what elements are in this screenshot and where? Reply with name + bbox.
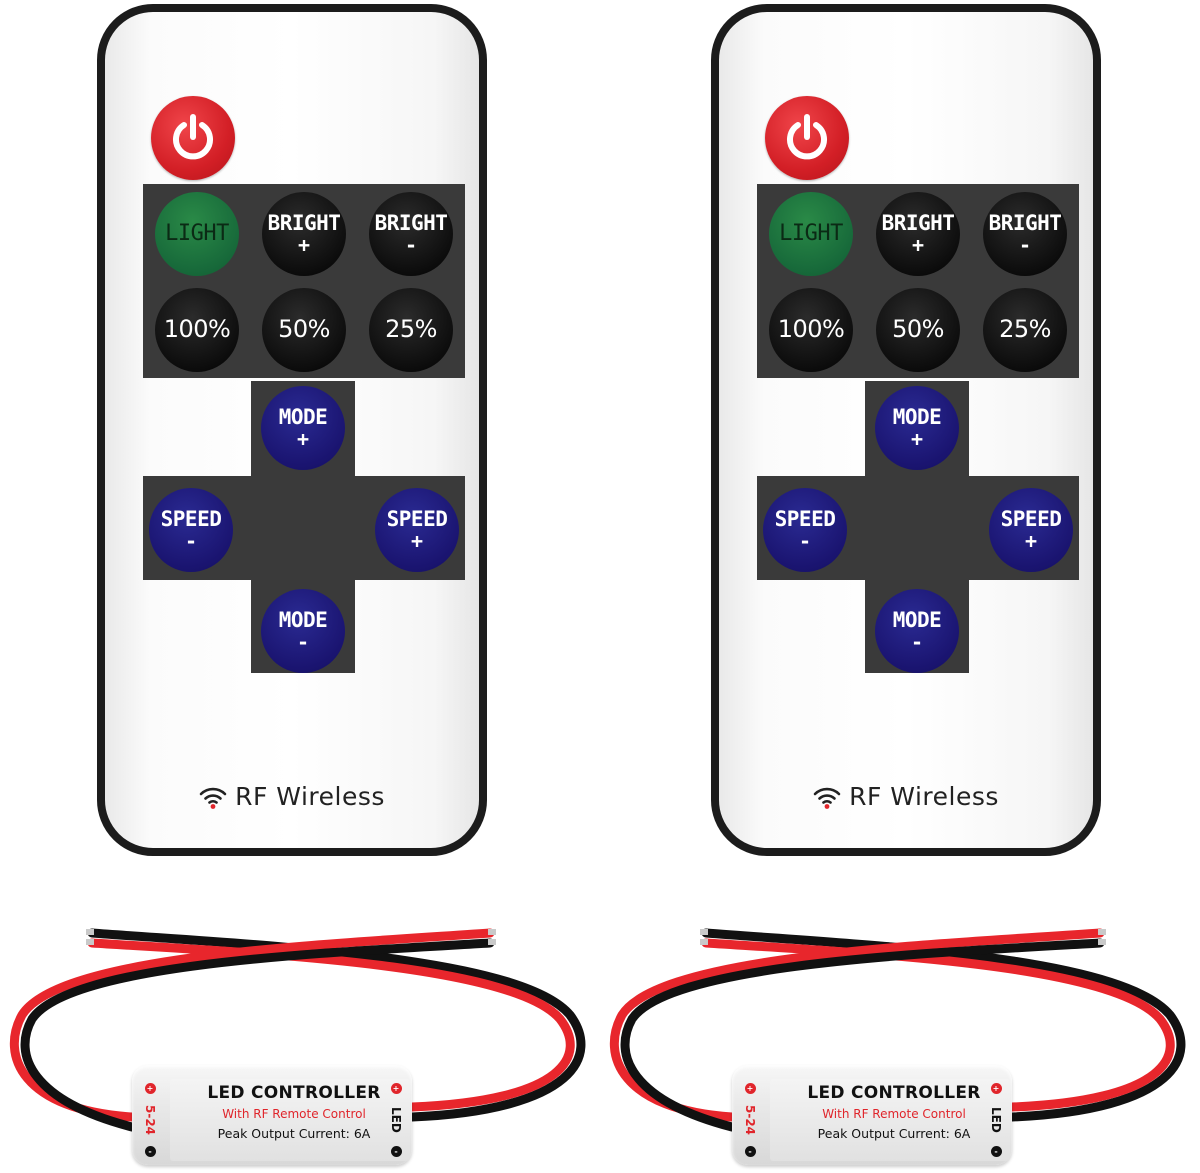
speed-minus-button[interactable]: SPEED - [149,488,233,572]
bright-minus-sign: - [404,232,418,257]
brightness-100-button[interactable]: 100% [155,288,239,372]
bright-plus-label: BRIGHT [881,211,955,236]
rf-wireless-text: RF Wireless [849,782,999,811]
rf-wireless-label: RF Wireless [105,782,479,811]
brightness-25-label: 25% [385,315,437,344]
speed-plus-sign: + [1024,528,1038,553]
mode-plus-sign: + [296,426,310,451]
led-output-label: LED [389,1107,403,1133]
remote-body: LIGHT BRIGHT + BRIGHT - 100% 50% 25% MOD… [97,4,487,856]
wire-pair [9,928,586,1132]
light-label: LIGHT [165,221,229,247]
input-minus-marker: - [144,1146,156,1157]
controller-module: + 5-24 - LED CONTROLLER With RF Remote C… [132,1065,412,1173]
output-plus-marker: + [990,1083,1002,1094]
brightness-25-label: 25% [999,315,1051,344]
wifi-signal-icon [813,787,841,809]
bright-plus-label: BRIGHT [267,211,341,236]
controller-subtitle: With RF Remote Control [222,1107,366,1121]
bright-plus-sign: + [911,232,925,257]
peak-output-label: Peak Output Current: 6A [817,1126,971,1141]
controller-module: + 5-24 - LED CONTROLLER With RF Remote C… [732,1065,1012,1173]
input-plus-marker: + [144,1083,156,1094]
controller-label-plate: LED CONTROLLER With RF Remote Control Pe… [770,1079,1010,1161]
mode-plus-label: MODE [892,405,942,430]
output-minus-marker: - [390,1146,402,1157]
voltage-range-label: 5-24 [143,1104,157,1136]
input-minus-marker: - [744,1146,756,1157]
bright-minus-button[interactable]: BRIGHT - [369,192,453,276]
led-controller-2: + 5-24 - LED CONTROLLER With RF Remote C… [600,905,1200,1173]
brightness-100-button[interactable]: 100% [769,288,853,372]
speed-plus-button[interactable]: SPEED + [375,488,459,572]
mode-minus-button[interactable]: MODE - [261,589,345,673]
input-terminal-markings: + 5-24 - [740,1083,760,1157]
wifi-signal-icon [199,787,227,809]
led-controller-1: + 5-24 - LED CONTROLLER With RF Remote C… [0,905,600,1173]
brightness-50-button[interactable]: 50% [876,288,960,372]
mode-minus-sign: - [296,629,310,654]
speed-minus-button[interactable]: SPEED - [763,488,847,572]
mode-minus-sign: - [910,629,924,654]
rf-wireless-text: RF Wireless [235,782,385,811]
controller-subtitle: With RF Remote Control [822,1107,966,1121]
remote-control-2: LIGHT BRIGHT + BRIGHT - 100% 50% 25% MOD… [711,4,1101,856]
output-terminal-markings: + LED - [986,1083,1006,1157]
light-label: LIGHT [779,221,843,247]
speed-plus-label: SPEED [1000,507,1062,532]
brightness-50-button[interactable]: 50% [262,288,346,372]
output-minus-marker: - [990,1146,1002,1157]
bright-minus-label: BRIGHT [374,211,448,236]
remote-control-1: LIGHT BRIGHT + BRIGHT - 100% 50% 25% MOD… [97,4,487,856]
bright-plus-sign: + [297,232,311,257]
brightness-100-label: 100% [777,315,845,344]
mode-minus-label: MODE [892,608,942,633]
light-button[interactable]: LIGHT [155,192,239,276]
mode-plus-label: MODE [278,405,328,430]
brightness-50-label: 50% [892,315,944,344]
speed-plus-label: SPEED [386,507,448,532]
rf-wireless-label: RF Wireless [719,782,1093,811]
brightness-50-label: 50% [278,315,330,344]
bright-plus-button[interactable]: BRIGHT + [876,192,960,276]
speed-minus-sign: - [798,528,812,553]
controller-title: LED CONTROLLER [207,1083,381,1103]
controller-label-plate: LED CONTROLLER With RF Remote Control Pe… [170,1079,410,1161]
mode-minus-button[interactable]: MODE - [875,589,959,673]
brightness-25-button[interactable]: 25% [983,288,1067,372]
wire-pair [609,928,1186,1132]
mode-minus-label: MODE [278,608,328,633]
mode-plus-sign: + [910,426,924,451]
bright-plus-button[interactable]: BRIGHT + [262,192,346,276]
bright-minus-button[interactable]: BRIGHT - [983,192,1067,276]
speed-minus-sign: - [184,528,198,553]
light-button[interactable]: LIGHT [769,192,853,276]
power-button[interactable] [151,96,235,180]
bright-minus-sign: - [1018,232,1032,257]
controller-title: LED CONTROLLER [807,1083,981,1103]
speed-minus-label: SPEED [774,507,836,532]
power-icon [173,114,213,160]
output-terminal-markings: + LED - [386,1083,406,1157]
voltage-range-label: 5-24 [743,1104,757,1136]
input-plus-marker: + [744,1083,756,1094]
brightness-100-label: 100% [163,315,231,344]
remote-body: LIGHT BRIGHT + BRIGHT - 100% 50% 25% MOD… [711,4,1101,856]
input-terminal-markings: + 5-24 - [140,1083,160,1157]
power-icon [787,114,827,160]
speed-minus-label: SPEED [160,507,222,532]
peak-output-label: Peak Output Current: 6A [217,1126,371,1141]
mode-plus-button[interactable]: MODE + [261,386,345,470]
speed-plus-button[interactable]: SPEED + [989,488,1073,572]
brightness-25-button[interactable]: 25% [369,288,453,372]
speed-plus-sign: + [410,528,424,553]
led-output-label: LED [989,1107,1003,1133]
bright-minus-label: BRIGHT [988,211,1062,236]
power-button[interactable] [765,96,849,180]
mode-plus-button[interactable]: MODE + [875,386,959,470]
output-plus-marker: + [390,1083,402,1094]
